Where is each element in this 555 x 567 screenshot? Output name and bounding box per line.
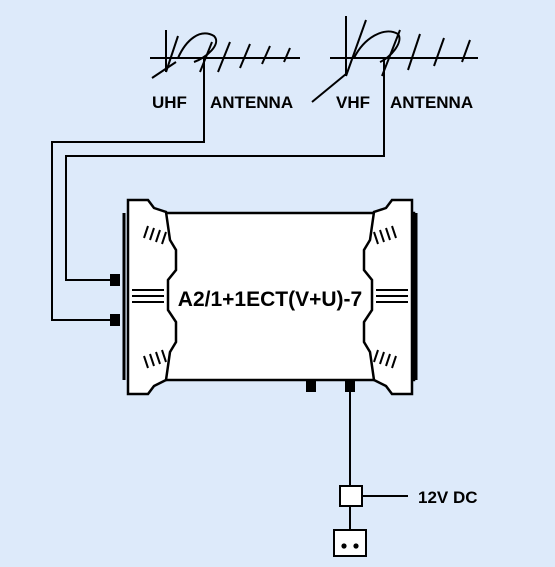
- vhf-antenna-word: ANTENNA: [390, 93, 473, 112]
- uhf-label: UHF: [152, 93, 187, 112]
- vhf-input-port: [110, 274, 120, 286]
- uhf-cable: [51, 58, 205, 321]
- right-bottom-grill-icon: [373, 349, 397, 369]
- left-top-grill-icon: [143, 225, 167, 245]
- vhf-antenna-icon: [311, 16, 478, 103]
- uhf-antenna-word: ANTENNA: [210, 93, 293, 112]
- vhf-cable: [65, 58, 385, 281]
- right-top-grill-icon: [373, 225, 397, 245]
- power-label: 12V DC: [418, 488, 478, 507]
- uhf-antenna-icon: [150, 30, 300, 79]
- power-outlet-icon: [333, 529, 367, 557]
- uhf-input-port: [110, 314, 120, 326]
- left-bottom-grill-icon: [143, 349, 167, 369]
- output-port: [306, 380, 316, 392]
- amplifier-model-label: A2/1+1ECT(V+U)-7: [178, 288, 362, 311]
- amplifier-device: A2/1+1ECT(V+U)-7: [110, 198, 418, 396]
- power-injector: [339, 485, 363, 507]
- power-port: [345, 380, 355, 392]
- vhf-label: VHF: [336, 93, 370, 112]
